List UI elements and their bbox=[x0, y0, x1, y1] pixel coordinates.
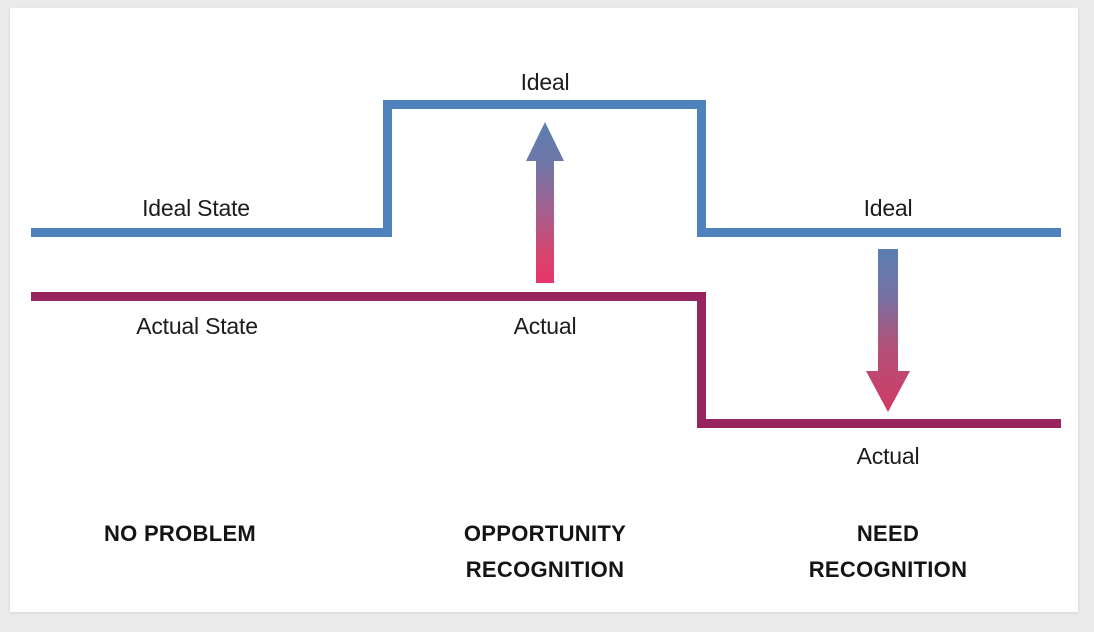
ideal-line-riser-up bbox=[383, 100, 392, 237]
actual-line-riser-down bbox=[697, 292, 706, 428]
zone-label-opportunity-line2: RECOGNITION bbox=[466, 557, 625, 582]
label-ideal-right: Ideal bbox=[864, 195, 913, 221]
ideal-line-riser-down bbox=[697, 100, 706, 237]
label-ideal-state: Ideal State bbox=[142, 195, 250, 221]
ideal-line-segment-left bbox=[31, 228, 392, 237]
label-ideal-middle: Ideal bbox=[521, 69, 570, 95]
zone-label-need-line2: RECOGNITION bbox=[809, 557, 968, 582]
actual-state-line bbox=[31, 292, 1061, 428]
zone-label-need-line1: NEED bbox=[857, 521, 919, 546]
ideal-line-segment-right bbox=[697, 228, 1061, 237]
ideal-line-segment-middle bbox=[383, 100, 706, 109]
label-actual-state: Actual State bbox=[136, 313, 258, 339]
actual-line-segment-bottom bbox=[697, 419, 1061, 428]
opportunity-gap-arrow bbox=[526, 122, 564, 283]
label-actual-right: Actual bbox=[857, 443, 920, 469]
zone-label-opportunity-line1: OPPORTUNITY bbox=[464, 521, 626, 546]
label-actual-middle: Actual bbox=[514, 313, 577, 339]
zone-label-no-problem: NO PROBLEM bbox=[104, 521, 256, 546]
actual-line-segment-top bbox=[31, 292, 706, 301]
ideal-state-line bbox=[31, 100, 1061, 237]
need-gap-arrow bbox=[866, 249, 910, 412]
